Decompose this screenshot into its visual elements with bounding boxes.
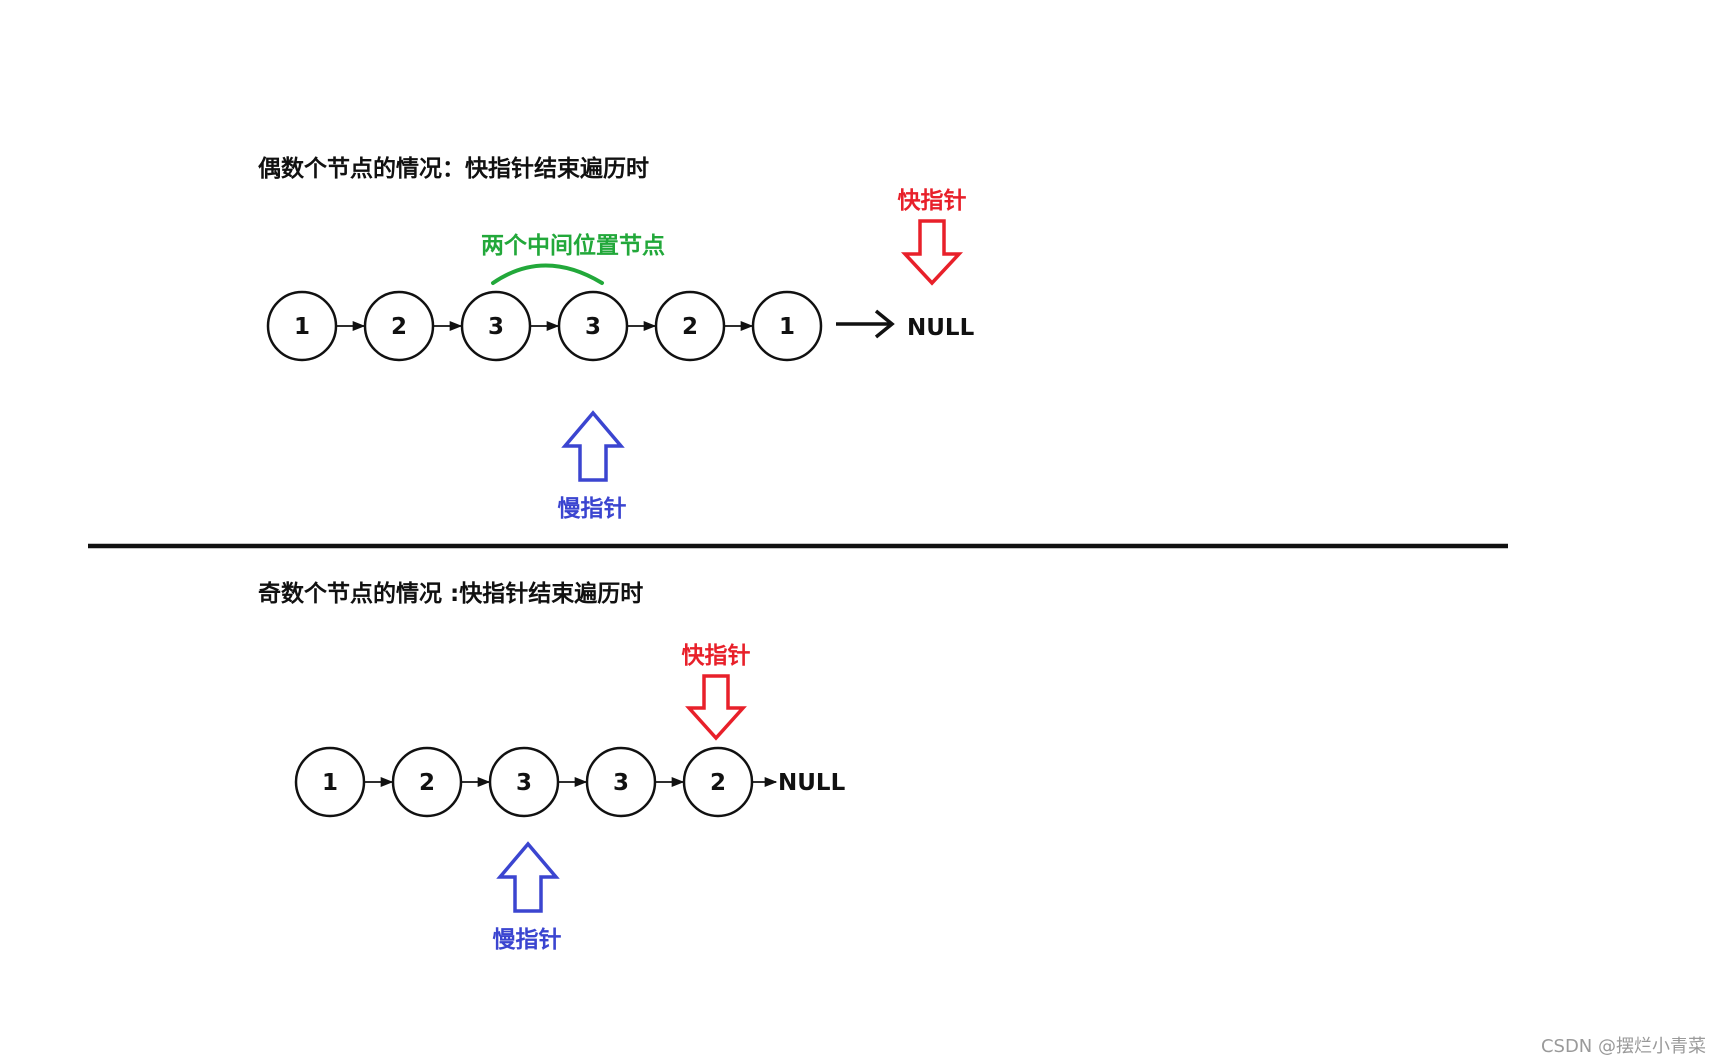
even-node-2-label: 3 [488,314,504,340]
odd-slow-pointer-label: 慢指针 [493,926,562,953]
odd-node-3-label: 3 [613,770,629,796]
even-node-3: 3 [557,290,629,362]
odd-slow-pointer-up-arrow-icon [496,841,560,913]
even-section: 偶数个节点的情况：快指针结束遍历时 两个中间位置节点 快指针 1 2 3 3 [258,155,975,522]
even-slow-pointer-up-arrow-icon [561,410,625,482]
odd-node-1: 2 [391,746,463,818]
odd-node-0-label: 1 [322,770,338,796]
watermark: CSDN @摆烂小青菜 [1541,1036,1706,1057]
even-node-0-label: 1 [294,314,310,340]
middle-nodes-label: 两个中间位置节点 [481,232,665,259]
odd-fast-pointer-down-arrow-icon [685,674,747,741]
odd-node-4: 2 [682,746,754,818]
odd-node-3: 3 [585,746,657,818]
even-node-3-label: 3 [585,314,601,340]
even-fast-pointer-down-arrow-icon [900,219,964,286]
even-fast-pointer-label: 快指针 [898,188,967,214]
even-node-2: 3 [460,290,532,362]
odd-node-1-label: 2 [419,770,435,796]
even-null-label: NULL [907,315,975,341]
odd-node-0: 1 [294,746,366,818]
even-node-4-label: 2 [682,314,698,340]
middle-nodes-brace [491,263,604,285]
even-node-4: 2 [654,290,726,362]
even-node-5-label: 1 [779,314,795,340]
even-slow-pointer-label: 慢指针 [558,495,627,522]
even-node-1-label: 2 [391,314,407,340]
even-node-5: 1 [751,290,823,362]
even-null-arrow-icon [836,309,895,339]
odd-null-label: NULL [778,770,846,796]
odd-fast-pointer-label: 快指针 [682,643,751,669]
even-section-title: 偶数个节点的情况：快指针结束遍历时 [258,155,649,182]
odd-node-4-label: 2 [710,770,726,796]
even-node-0: 1 [266,290,338,362]
odd-node-2-label: 3 [516,770,532,796]
odd-section: 奇数个节点的情况 :快指针结束遍历时 快指针 1 2 3 3 2 [258,580,846,953]
even-node-1: 2 [363,290,435,362]
odd-section-title: 奇数个节点的情况 :快指针结束遍历时 [258,580,643,607]
odd-node-2: 3 [488,746,560,818]
